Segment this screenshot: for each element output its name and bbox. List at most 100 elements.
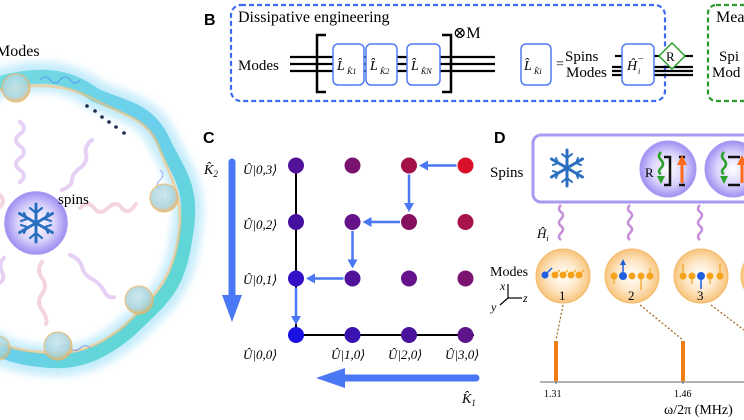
mode-bead: [43, 331, 73, 361]
state-dot-0-0: [288, 327, 304, 343]
modes-label: Modes: [0, 43, 40, 60]
state-dot-2-3: [401, 157, 417, 174]
measurement-box: [706, 3, 744, 103]
svg-text:L̂: L̂: [410, 58, 419, 74]
svg-text:L̂: L̂: [336, 58, 345, 74]
mode-bead: [149, 183, 179, 213]
spectrum: [554, 341, 685, 384]
svg-text:2: 2: [628, 288, 635, 303]
measurement-spins: Spi: [719, 49, 739, 65]
path-arrow-head: [404, 203, 414, 212]
spins-label: Spins: [490, 165, 524, 181]
svg-text:L̂: L̂: [369, 58, 378, 74]
col-label: Û|3,0⟩: [445, 347, 479, 362]
panel-c: C K̂2 K̂1 Û|0,3⟩ Û|0,2⟩ Û|0,1⟩ Û|0,0⟩ Û|…: [203, 130, 480, 408]
modes-wire-label: Modes: [566, 65, 607, 81]
path-arrow-head: [362, 217, 372, 227]
panel-c-letter: C: [203, 130, 215, 147]
panel-a: Modes: [0, 43, 204, 377]
state-dot-1-0: [344, 327, 361, 343]
operator-l-k2: L̂ K̂2: [365, 43, 398, 86]
mode-bead: [124, 285, 154, 315]
col-label: Û|1,0⟩: [331, 347, 365, 362]
svg-text:x: x: [499, 279, 506, 293]
k2-label: K̂2: [203, 162, 218, 179]
mode-leaders: [555, 304, 744, 341]
k1-arrow-head: [316, 368, 345, 388]
coupling-waves: [0, 120, 138, 326]
svg-text:y: y: [490, 300, 497, 314]
bracket-right: [442, 33, 453, 94]
mode-bead: [0, 335, 11, 361]
svg-text:i: i: [638, 67, 640, 76]
svg-text:K̂N: K̂N: [420, 66, 432, 76]
state-dot-0-2: [288, 214, 304, 230]
state-grid: [288, 157, 474, 343]
operator-l-ki: L̂ K̂i: [520, 43, 552, 86]
freq-tick-label: 1.46: [674, 389, 692, 400]
operator-h-i: Ĥ − i: [621, 43, 655, 86]
path-arrow-head: [291, 316, 301, 325]
modes-label: Modes: [490, 265, 528, 280]
state-dot-3-3: [457, 157, 474, 174]
operator-l-kn: L̂ K̂N: [406, 43, 441, 86]
row-label: Û|0,3⟩: [243, 162, 277, 177]
panel-d-letter: D: [494, 130, 506, 147]
svg-text:−: −: [638, 54, 644, 65]
panel-b: B Dissipative engineering Modes ⊗M L̂ K̂…: [204, 3, 744, 103]
relaxation-path: [291, 160, 457, 325]
state-dot-1-1: [344, 270, 361, 287]
operator-l-k1: L̂ K̂1: [332, 43, 365, 86]
k1-label: K̂1: [461, 391, 476, 408]
path-arrow-head: [347, 259, 358, 269]
freq-tick-label: 1.31: [544, 389, 562, 400]
state-dot-3-0: [457, 327, 474, 343]
k2-arrow-head: [222, 295, 242, 322]
coupling-waves: [557, 204, 704, 241]
dissipating-spin: R: [639, 140, 697, 198]
mode-sphere-3: 3: [673, 248, 729, 304]
svg-text:K̂1: K̂1: [346, 66, 356, 76]
r-gate: R: [657, 41, 687, 71]
measurement-title: Mea: [716, 9, 744, 26]
spectral-line-1: [554, 341, 558, 381]
axes-indicator: x z y: [490, 279, 528, 314]
spin-sphere: [4, 191, 68, 255]
repeat-m: ⊗M: [453, 25, 481, 42]
modes-label: Modes: [238, 58, 279, 74]
snowflake-icon: [550, 148, 584, 188]
spins-label: spins: [58, 192, 89, 208]
svg-text:R: R: [645, 165, 654, 180]
spins-wire-label: Spins: [565, 49, 599, 65]
mode-bead: [1, 73, 31, 103]
equals-sign: =: [556, 57, 564, 72]
measurement-modes: Mod: [712, 65, 741, 81]
state-dot-3-1: [457, 270, 474, 287]
state-dot-1-3: [344, 157, 361, 174]
mode-sphere-4-partial: [740, 262, 744, 290]
state-dot-3-2: [457, 214, 474, 230]
svg-text:Ĥ: Ĥ: [626, 57, 638, 74]
row-label: Û|0,2⟩: [243, 217, 277, 232]
svg-text:1: 1: [559, 288, 566, 303]
state-dot-2-0: [401, 327, 417, 343]
dissipative-title: Dissipative engineering: [238, 9, 390, 26]
operator-dots: ···: [397, 57, 409, 71]
path-arrow-head: [419, 160, 428, 171]
state-dot-0-1: [288, 270, 304, 287]
panel-d: D Spins R Ĥi: [490, 130, 744, 418]
svg-text:3: 3: [697, 288, 704, 303]
mode-sphere-2: 2: [604, 248, 660, 304]
state-dot-0-3: [288, 157, 304, 174]
hi-label: Ĥi: [536, 226, 549, 243]
svg-text:R: R: [666, 49, 675, 64]
svg-text:K̂i: K̂i: [533, 66, 542, 76]
row-label: Û|0,1⟩: [243, 272, 277, 287]
snowflake-icon: [18, 202, 54, 244]
svg-text:z: z: [522, 291, 528, 305]
mode-sphere-1: 1: [535, 248, 591, 304]
spectral-line-2: [681, 341, 685, 381]
dissipating-spin: [704, 140, 744, 198]
bracket-left: [315, 33, 326, 94]
